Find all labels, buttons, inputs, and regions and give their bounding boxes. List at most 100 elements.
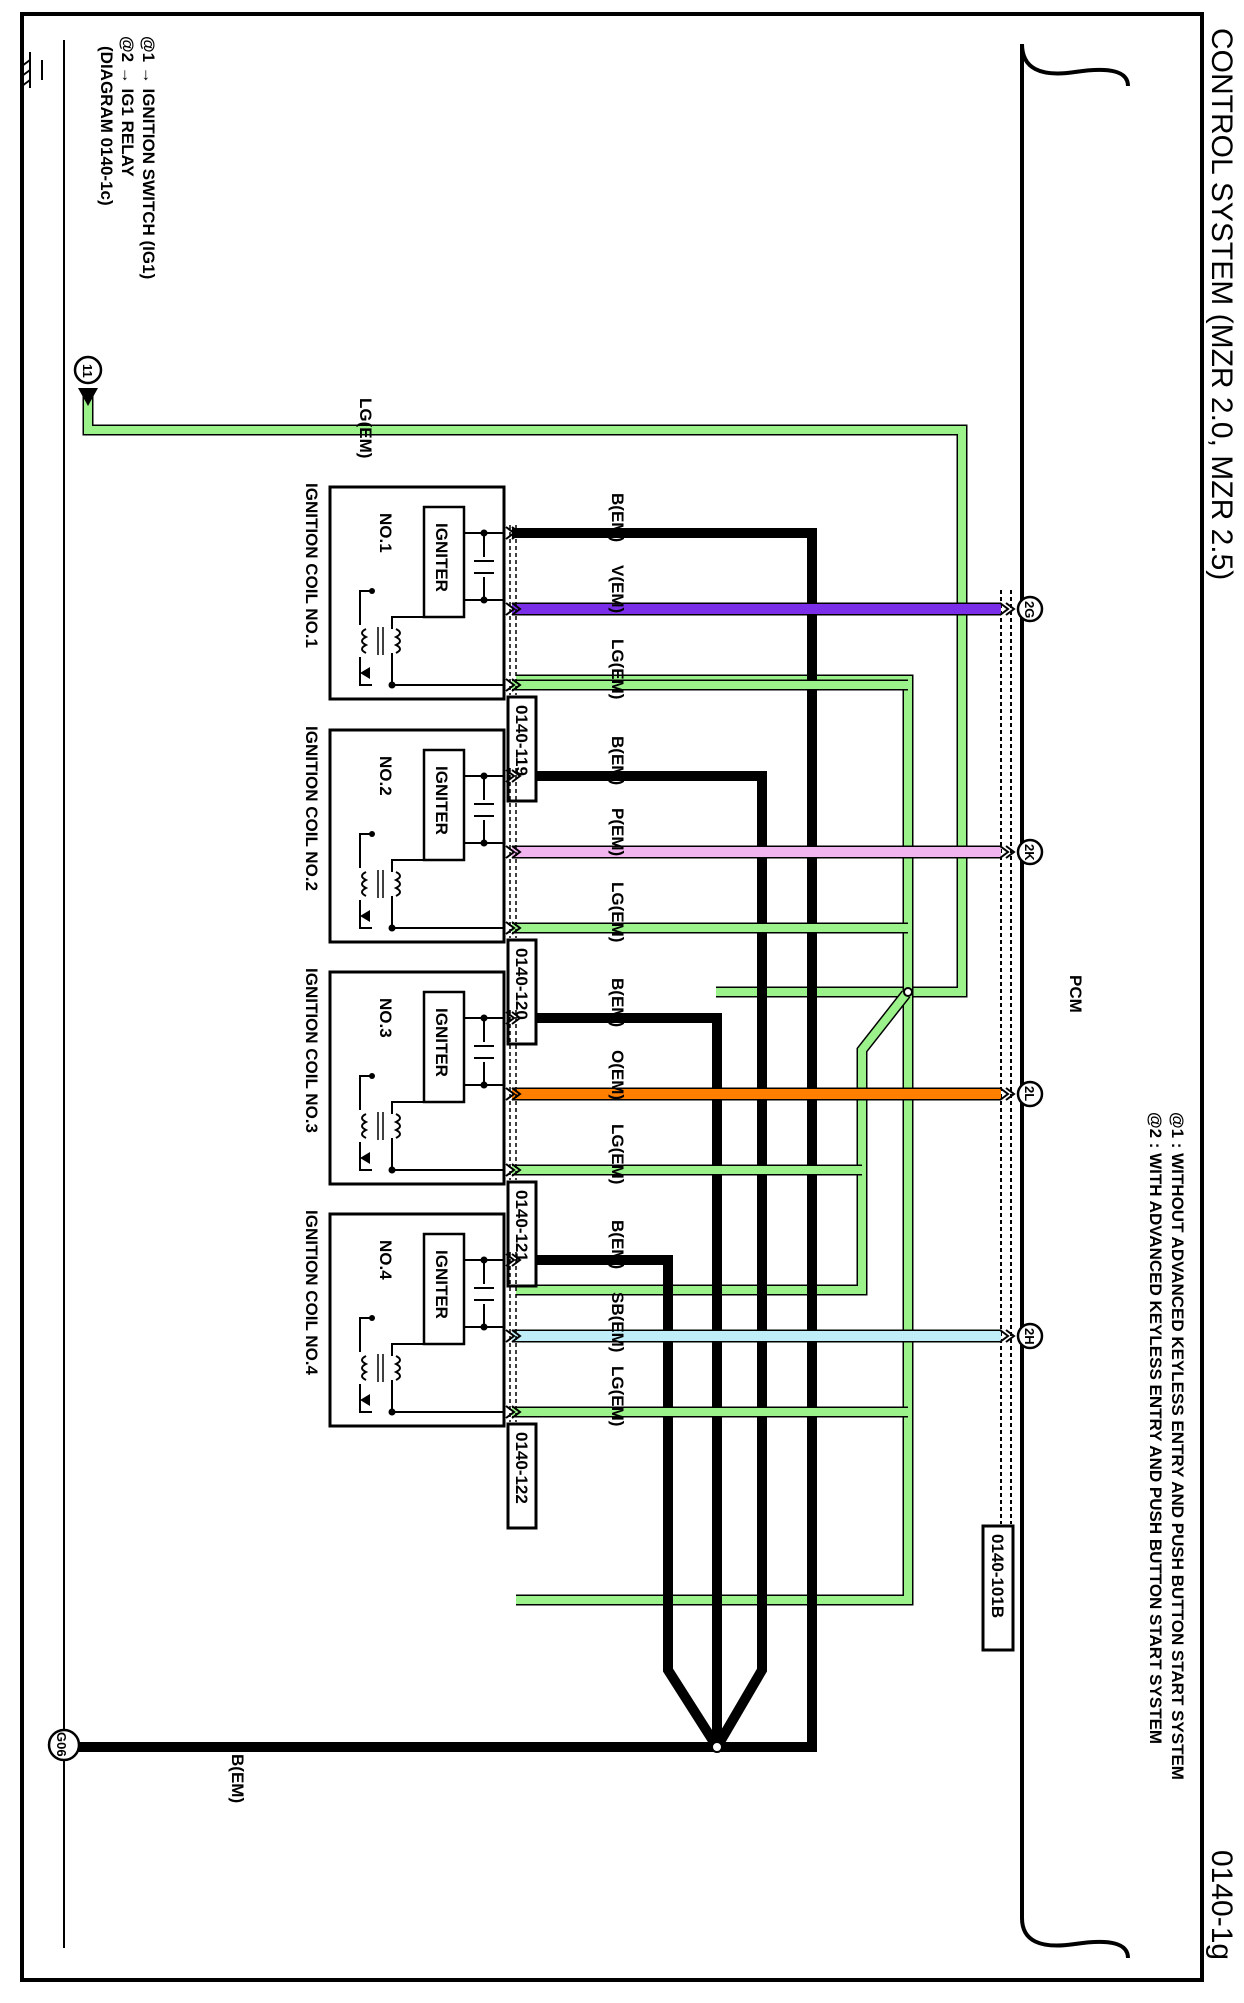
connector-pin-icon [505,1087,522,1101]
coil-name: IGNITION COIL NO.2 [302,726,321,891]
coil-connector-id-box [506,938,538,1046]
circuit-node [480,1081,488,1089]
pcm-pin-icon [1016,1080,1044,1108]
pcm-pin-chevron-icon [999,602,1016,616]
coil-box [328,970,506,1186]
ground-junction-dot [711,1741,723,1753]
ground-symbol-icon [21,52,43,88]
capacitor-icon [474,803,494,817]
coil-connector-id-box [506,1180,538,1288]
coil-winding-icon [361,1355,369,1381]
supply-wire-outline [82,396,968,998]
coil-connector-id: 0140-120 [512,948,531,1020]
pcm-pin-label: 2G [1022,601,1037,618]
ignition-coil-3: B(EM)O(EM)LG(EM)2L0140-121IGNITERNO.3IGN… [302,968,1044,1288]
note-at1-source: @1 → IGNITION SWITCH (IG1) [139,36,158,279]
supply-terminal: 11 [73,355,103,406]
circuit-node [388,1408,396,1416]
pcm-pin-label: 2K [1022,844,1037,861]
wire-label-feed: LG(EM) [608,639,627,699]
pcm-module: PCM [1020,43,1130,1959]
connector-pin-icon [505,769,522,783]
secondary-circuit [359,1317,372,1413]
wire-label-signal: O(EM) [608,1050,627,1100]
igniter-box [422,748,466,862]
circuit-node [480,529,488,537]
connector-pin-icon [505,678,522,692]
supply-wire-label: LG(EM) [356,398,375,458]
pcm-pin-chevron-icon [999,1087,1016,1101]
circuit-node [480,1323,488,1331]
connector-pin-icon [505,1163,522,1177]
ground-return-wire-2 [512,771,767,1750]
circuit-node [480,596,488,604]
note-at2-condition: @2 : WITH ADVANCED KEYLESS ENTRY AND PUS… [1146,1112,1165,1744]
secondary-circuit [359,590,372,686]
diode-icon [360,667,370,679]
igniter-label: IGNITER [432,1250,451,1319]
green-branch-coil3 [516,991,910,1294]
capacitor-icon [474,1045,494,1059]
coil-winding-icon [361,871,369,897]
connector-pin-icon [505,526,522,540]
coil-winding-icon [393,1113,401,1139]
coil-layer: B(EM)V(EM)LG(EM)2G0140-119IGNITERNO.1IGN… [302,483,1044,1530]
capacitor-icon [474,1287,494,1301]
wire-label-black: B(EM) [608,736,627,785]
ground-wire-label: B(EM) [228,1754,247,1803]
secondary-circuit [359,1075,372,1171]
spark-plug-node [369,1073,375,1079]
spark-plug-node [369,831,375,837]
diode-icon [360,1152,370,1164]
coil-connector-id-box [506,1422,538,1530]
coil-connector-id: 0140-121 [512,1190,531,1262]
spark-plug-node [369,1315,375,1321]
igniter-label: IGNITER [432,523,451,592]
coil-winding-icon [393,628,401,654]
ground-terminal: G06 [47,1728,81,1762]
diode-icon [360,1394,370,1406]
note-at2-reference: (DIAGRAM 0140-1c) [97,46,116,206]
coil-number-label: NO.3 [376,998,395,1038]
pcm-pin-label: 2L [1022,1086,1037,1101]
connector-pin-icon [505,1253,522,1267]
diode-icon [360,910,370,922]
terminal-arrow-icon [78,388,98,406]
coil-number-label: NO.2 [376,756,395,796]
circuit-node [480,772,488,780]
connector-pin-icon [505,845,522,859]
coil-winding-icon [361,1113,369,1139]
igniter-label: IGNITER [432,766,451,835]
igniter-box [422,505,466,619]
wire-label-black: B(EM) [608,493,627,542]
coil-winding-icon [361,628,369,654]
page-title: CONTROL SYSTEM (MZR 2.0, MZR 2.5) [1205,28,1238,580]
wire-layer [78,396,1001,1753]
pcm-pin-icon [1016,1322,1044,1350]
pcm-pin-icon [1016,838,1044,866]
coil-winding-icon [393,1355,401,1381]
igniter-box [422,990,466,1104]
pcm-connector-id-box: 0140-101B [981,1524,1015,1652]
wire-label-black: B(EM) [608,978,627,1027]
connector-pin-icon [505,1329,522,1343]
coil-connector-id: 0140-119 [512,705,531,776]
wire-label-signal: P(EM) [608,808,627,856]
connector-pin-icon [505,921,522,935]
coil-name: IGNITION COIL NO.1 [302,483,321,648]
coil-number-label: NO.4 [376,1240,395,1280]
ignition-coil-1: B(EM)V(EM)LG(EM)2G0140-119IGNITERNO.1IGN… [302,483,1044,803]
coil-number-label: NO.1 [376,513,395,553]
wire-label-signal: SB(EM) [608,1292,627,1352]
wire-label-feed: LG(EM) [608,882,627,942]
circuit-node [388,924,396,932]
ground-return-wire-3 [512,1013,722,1747]
note-at2-source: @2 → IG1 RELAY [118,36,137,177]
page-border [20,12,1204,1982]
coil-name: IGNITION COIL NO.4 [302,1210,321,1376]
circuit-node [480,839,488,847]
circuit-node [388,1166,396,1174]
green-branch-coil3-outline [516,990,911,1296]
